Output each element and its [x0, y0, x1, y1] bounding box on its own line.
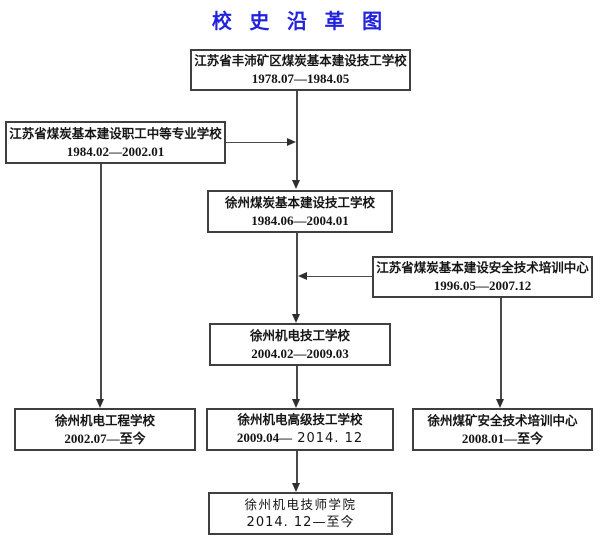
node-name: 徐州煤炭基本建设技工学校 — [224, 195, 375, 210]
node-2008-meikuang-center: 徐州煤矿安全技术培训中心 2008.01—至今 — [412, 408, 593, 451]
node-period: 1978.07—1984.05 — [251, 71, 350, 86]
node-name: 徐州煤矿安全技术培训中心 — [427, 413, 578, 428]
node-period: 2014. 12—至今 — [246, 514, 355, 530]
node-name: 江苏省煤炭基本建设安全技术培训中心 — [376, 261, 589, 275]
arrowhead-down-2014 — [292, 483, 300, 492]
connector-2004-to-2009 — [296, 366, 298, 399]
node-1978-fengpei-school: 江苏省丰沛矿区煤炭基本建设技工学校 1978.07—1984.05 — [190, 49, 411, 91]
period-start: 2009.04— — [236, 430, 293, 445]
node-1984-xuzhou-coal-school: 徐州煤炭基本建设技工学校 1984.06—2004.01 — [207, 190, 393, 233]
connector-2009-to-2014 — [296, 451, 298, 483]
node-period: 2002.07—至今 — [64, 430, 146, 446]
arrowhead-down-1984 — [292, 180, 300, 189]
connector-right-to-2008 — [500, 298, 502, 399]
page-title: 校 史 沿 革 图 — [211, 11, 389, 33]
node-2002-gongcheng-school: 徐州机电工程学校 2002.07—至今 — [14, 408, 196, 451]
connector-1984-to-2004 — [296, 233, 298, 314]
node-name: 江苏省丰沛矿区煤炭基本建设技工学校 — [194, 54, 407, 68]
node-1996-safety-training-center: 江苏省煤炭基本建设安全技术培训中心 1996.05—2007.12 — [372, 256, 593, 298]
arrowhead-down-2004 — [292, 314, 300, 323]
node-name: 江苏省煤炭基本建设职工中等专业学校 — [9, 126, 222, 141]
connector-top-to-1984 — [296, 91, 298, 181]
node-2014-jishi-college: 徐州机电技师学院 2014. 12—至今 — [208, 492, 393, 535]
node-period: 2008.01—至今 — [461, 430, 544, 446]
period-end: 2014. 12 — [292, 431, 364, 446]
node-name: 徐州机电工程学校 — [54, 413, 155, 428]
arrowhead-down-2002 — [96, 399, 104, 408]
node-period: 1984.02—2002.01 — [66, 143, 165, 159]
node-period: 1996.05—2007.12 — [433, 278, 532, 293]
arrowhead-down-2009 — [292, 399, 300, 408]
arrowhead-right-merge — [287, 138, 296, 146]
arrowhead-down-2008 — [496, 399, 504, 408]
node-name: 徐州机电高级技工学校 — [237, 413, 363, 427]
connector-right-merge — [307, 275, 372, 278]
node-period: 2004.02—2009.03 — [251, 345, 349, 361]
node-2004-jidian-school: 徐州机电技工学校 2004.02—2009.03 — [209, 323, 391, 366]
node-name: 徐州机电技工学校 — [249, 328, 350, 343]
connector-left-to-2002 — [100, 164, 102, 399]
node-name: 徐州机电技师学院 — [244, 497, 357, 512]
node-period: 1984.06—2004.01 — [251, 212, 349, 228]
arrowhead-left-merge — [298, 272, 307, 280]
connector-left-merge — [226, 141, 288, 144]
node-2009-gaoji-school: 徐州机电高级技工学校 2009.04— 2014. 12 — [206, 408, 394, 451]
node-1984-zhigong-school: 江苏省煤炭基本建设职工中等专业学校 1984.02—2002.01 — [5, 121, 226, 164]
node-period: 2009.04— 2014. 12 — [237, 429, 363, 447]
